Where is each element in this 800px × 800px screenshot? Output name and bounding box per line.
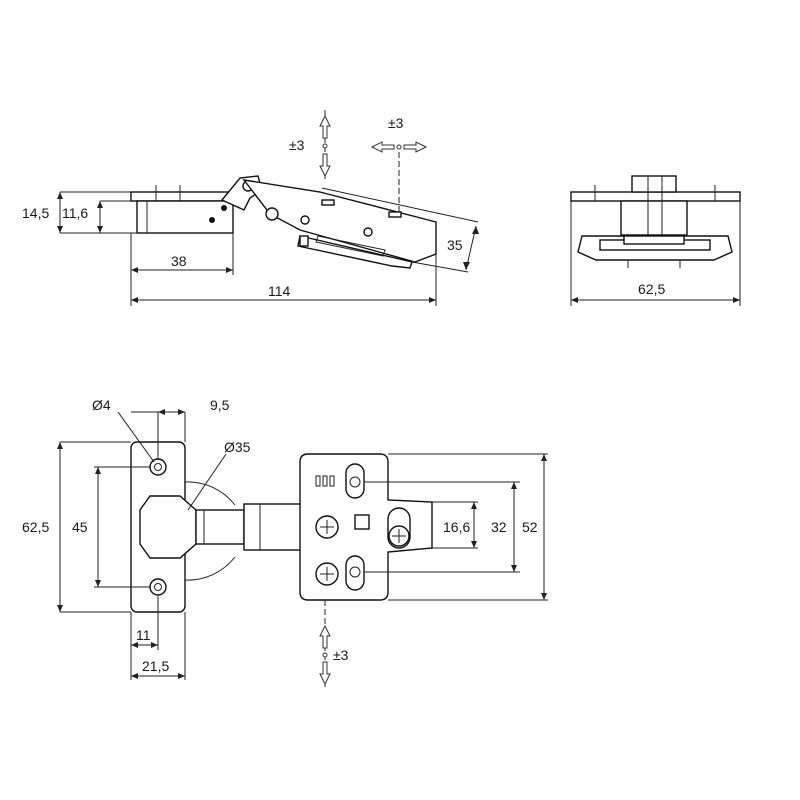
pivot-dot bbox=[221, 205, 227, 211]
end-plate-center bbox=[623, 235, 685, 245]
slot-top bbox=[345, 463, 365, 499]
arm-rivet bbox=[265, 207, 279, 221]
dim-end-width: 62,5 bbox=[638, 281, 665, 297]
screw-bottom-icon bbox=[315, 562, 339, 586]
dim-side-height-inner: 11,6 bbox=[62, 205, 88, 221]
adjust-horizontal-label: ±3 bbox=[388, 115, 404, 131]
plate-hole-bottom bbox=[149, 578, 167, 596]
front-view bbox=[57, 409, 548, 690]
cup-body bbox=[136, 200, 234, 234]
arm-slot bbox=[321, 199, 335, 206]
arm-rivet bbox=[300, 215, 310, 225]
arm-link bbox=[195, 509, 245, 545]
end-cup-top bbox=[631, 175, 677, 193]
arm-slot bbox=[388, 211, 402, 218]
adjust-depth-label: ±3 bbox=[333, 647, 349, 663]
dim-hole-diameter: Ø4 bbox=[92, 397, 111, 413]
cup-housing bbox=[139, 495, 197, 559]
square-hole bbox=[354, 514, 370, 530]
dim-hole-spacing: 45 bbox=[72, 519, 88, 535]
dim-hole-offset: 9,5 bbox=[210, 397, 230, 413]
side-view bbox=[57, 110, 479, 306]
pivot-dot bbox=[209, 217, 215, 223]
end-cup-body bbox=[620, 200, 688, 236]
arm-link-body bbox=[243, 503, 305, 551]
dim-side-arm-height: 35 bbox=[447, 237, 463, 253]
adjust-vertical-label: ±3 bbox=[289, 137, 305, 153]
dim-mount-inner: 16,6 bbox=[443, 519, 470, 535]
dim-cup-diameter: Ø35 bbox=[224, 439, 251, 455]
dim-mount-height: 52 bbox=[522, 519, 538, 535]
screw-right-icon bbox=[387, 507, 411, 549]
slot-bottom bbox=[345, 555, 365, 591]
plate-hole-top bbox=[149, 458, 167, 476]
depth-adjust-icon bbox=[319, 600, 331, 690]
cup-flange bbox=[130, 191, 237, 202]
plate-clip bbox=[299, 235, 309, 247]
end-view bbox=[570, 175, 741, 306]
dim-cup-offset: 11 bbox=[136, 627, 151, 643]
horizontal-adjust-icon bbox=[370, 141, 428, 215]
vertical-adjust-icon bbox=[319, 110, 331, 180]
screw-left-icon bbox=[315, 515, 339, 539]
dim-side-height-outer: 14,5 bbox=[22, 205, 49, 221]
dim-side-cup-width: 38 bbox=[171, 253, 187, 269]
dim-plate-width: 21,5 bbox=[142, 658, 169, 674]
dim-plate-height: 62,5 bbox=[22, 519, 49, 535]
dim-side-total-length: 114 bbox=[268, 283, 291, 299]
dim-mount-hole-spacing: 32 bbox=[491, 519, 507, 535]
arm-rivet bbox=[363, 227, 373, 237]
